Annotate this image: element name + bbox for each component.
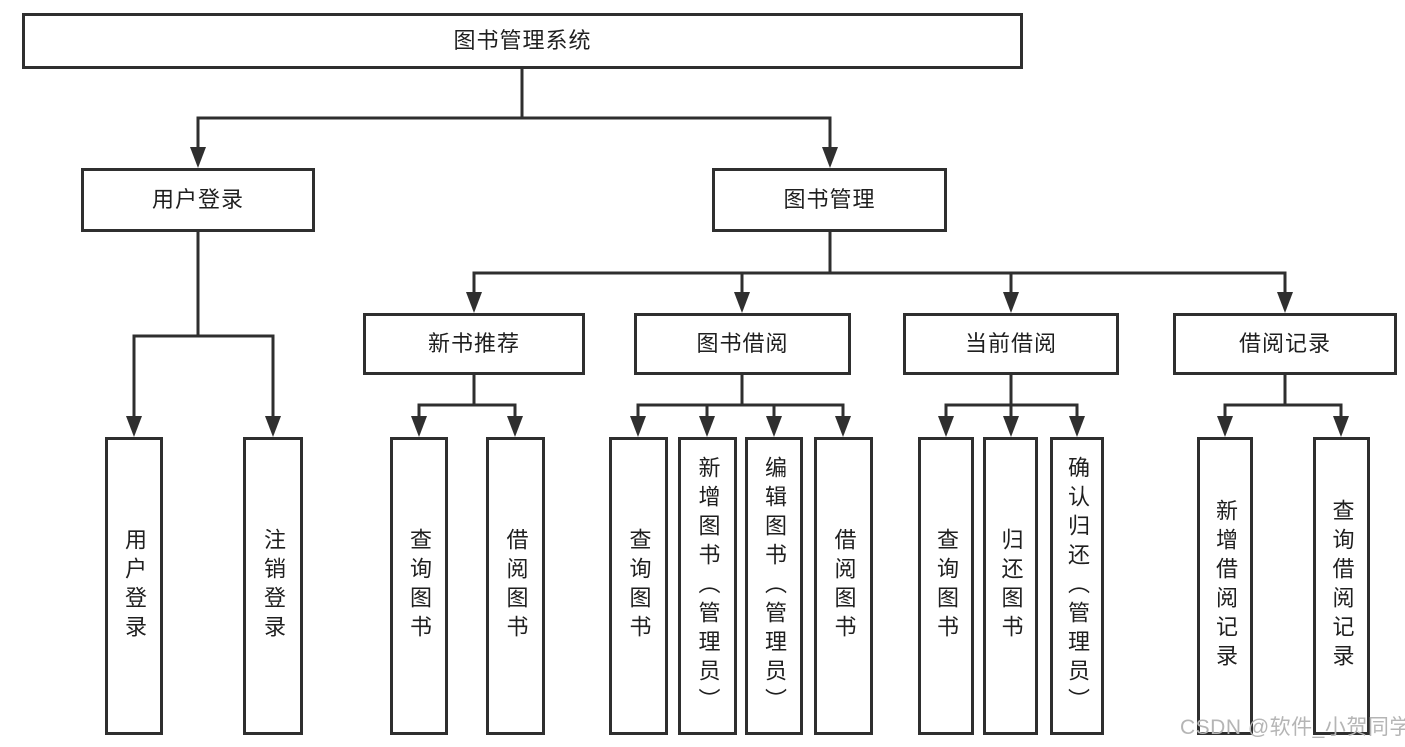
- node-root: 图书管理系统: [22, 13, 1023, 69]
- node-new-book-recommend: 新书推荐: [363, 313, 585, 375]
- leaf-confirm-return-admin: 确认归还（管理员）: [1050, 437, 1104, 735]
- leaf-logout: 注销登录: [243, 437, 303, 735]
- leaf-borrow-books: 借阅图书: [814, 437, 873, 735]
- leaf-user-login: 用户登录: [105, 437, 163, 735]
- leaf-return-book: 归还图书: [983, 437, 1038, 735]
- leaf-query-books-borrow: 查询图书: [609, 437, 668, 735]
- leaf-add-book-admin: 新增图书（管理员）: [678, 437, 737, 735]
- leaf-query-books-recommend: 查询图书: [390, 437, 448, 735]
- node-book-management: 图书管理: [712, 168, 947, 232]
- leaf-add-borrow-record: 新增借阅记录: [1197, 437, 1253, 735]
- leaf-edit-book-admin: 编辑图书（管理员）: [745, 437, 803, 735]
- node-current-borrow: 当前借阅: [903, 313, 1119, 375]
- leaf-query-borrow-record: 查询借阅记录: [1313, 437, 1370, 735]
- leaf-query-books-current: 查询图书: [918, 437, 974, 735]
- node-book-borrow: 图书借阅: [634, 313, 851, 375]
- node-borrow-records: 借阅记录: [1173, 313, 1397, 375]
- node-user-login: 用户登录: [81, 168, 315, 232]
- csdn-watermark: CSDN @软件_小贺同学: [1180, 716, 1405, 739]
- leaf-borrow-books-recommend: 借阅图书: [486, 437, 545, 735]
